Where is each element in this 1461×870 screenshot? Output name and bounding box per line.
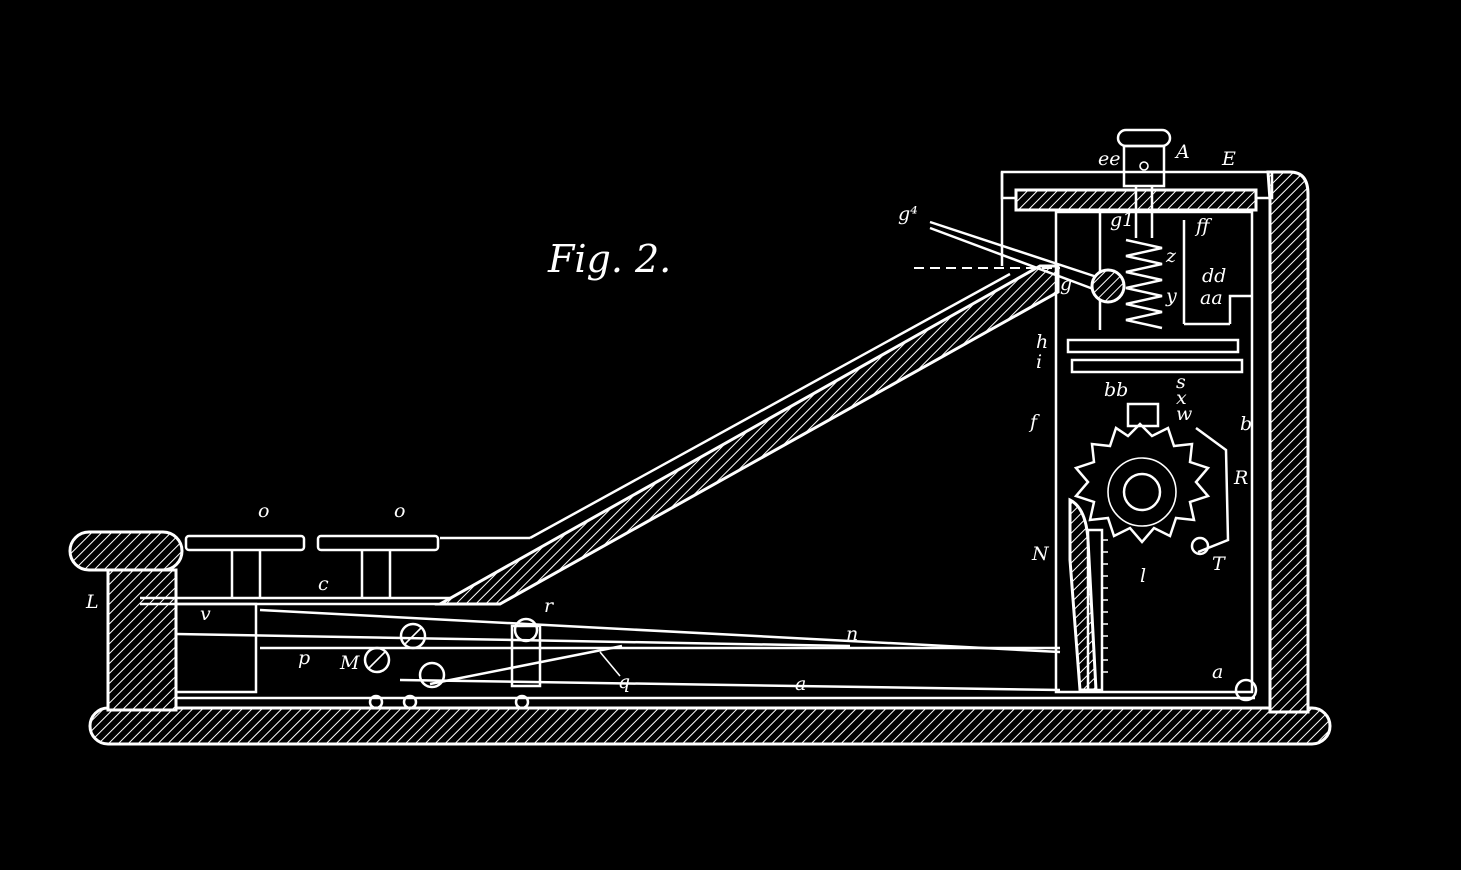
right-case-wall (1266, 170, 1310, 714)
label-b: b (1240, 413, 1252, 435)
label-bb: bb (1104, 379, 1128, 401)
plate-i (1070, 358, 1244, 374)
label-h: h (1036, 331, 1048, 353)
figure-title: Fig. 2. (547, 237, 671, 281)
rack-N (1086, 528, 1104, 692)
left-frame-box (174, 602, 258, 694)
label-l: l (1140, 565, 1146, 587)
label-E: E (1221, 148, 1236, 170)
label-c: c (318, 573, 329, 595)
left-post (106, 568, 178, 712)
label-q: q (618, 671, 630, 693)
label-T: T (1212, 553, 1226, 575)
label-ee: ee (1098, 148, 1121, 170)
pawl-arm (1195, 426, 1230, 554)
spring-q (429, 644, 623, 686)
diagonal-ramp (434, 264, 1060, 606)
label-L: L (85, 591, 99, 613)
label-r: r (544, 595, 555, 617)
label-A: A (1174, 141, 1190, 163)
label-aa: aa (1200, 287, 1223, 309)
label-g: g (1060, 273, 1072, 295)
key-left (184, 534, 306, 552)
corner-screw (1234, 678, 1258, 702)
pivot-screw (418, 661, 446, 689)
post-r (510, 624, 542, 688)
label-x: x (1176, 387, 1187, 409)
label-f: f (1028, 411, 1040, 433)
plate-h (1066, 338, 1240, 354)
label-y: y (1165, 285, 1177, 307)
label-p: p (298, 647, 310, 669)
screw-M (363, 646, 391, 674)
screw-upper (399, 622, 427, 650)
ratchet-hub (1122, 472, 1162, 512)
rack-N-arm (1068, 497, 1098, 692)
knob-A (1116, 128, 1172, 148)
label-i: i (1036, 351, 1042, 373)
label-a-right: a (1212, 661, 1223, 683)
label-z: z (1165, 245, 1177, 267)
label-v: v (200, 603, 211, 625)
label-N: N (1031, 543, 1050, 565)
label-dd: dd (1202, 265, 1226, 287)
lever-g4 (929, 220, 1101, 280)
label-o-left: o (258, 500, 269, 522)
label-M: M (339, 652, 360, 674)
key-right (316, 534, 440, 552)
pivot-g (1090, 268, 1126, 304)
label-g1: g1 (1110, 209, 1134, 231)
label-w: w (1176, 403, 1192, 425)
base-plate (88, 706, 1332, 746)
spring-y (1125, 238, 1163, 330)
ratchet-wheel-R (1073, 422, 1211, 544)
label-g4: g⁴ (898, 203, 918, 225)
label-s: s (1176, 371, 1186, 393)
handle-cap (68, 530, 184, 572)
label-a-base: a (795, 673, 806, 695)
label-R: R (1233, 467, 1248, 489)
label-n: n (846, 623, 858, 645)
label-o-right: o (394, 500, 405, 522)
inner-frame-f (1054, 210, 1254, 694)
label-ff: ff (1194, 215, 1213, 237)
